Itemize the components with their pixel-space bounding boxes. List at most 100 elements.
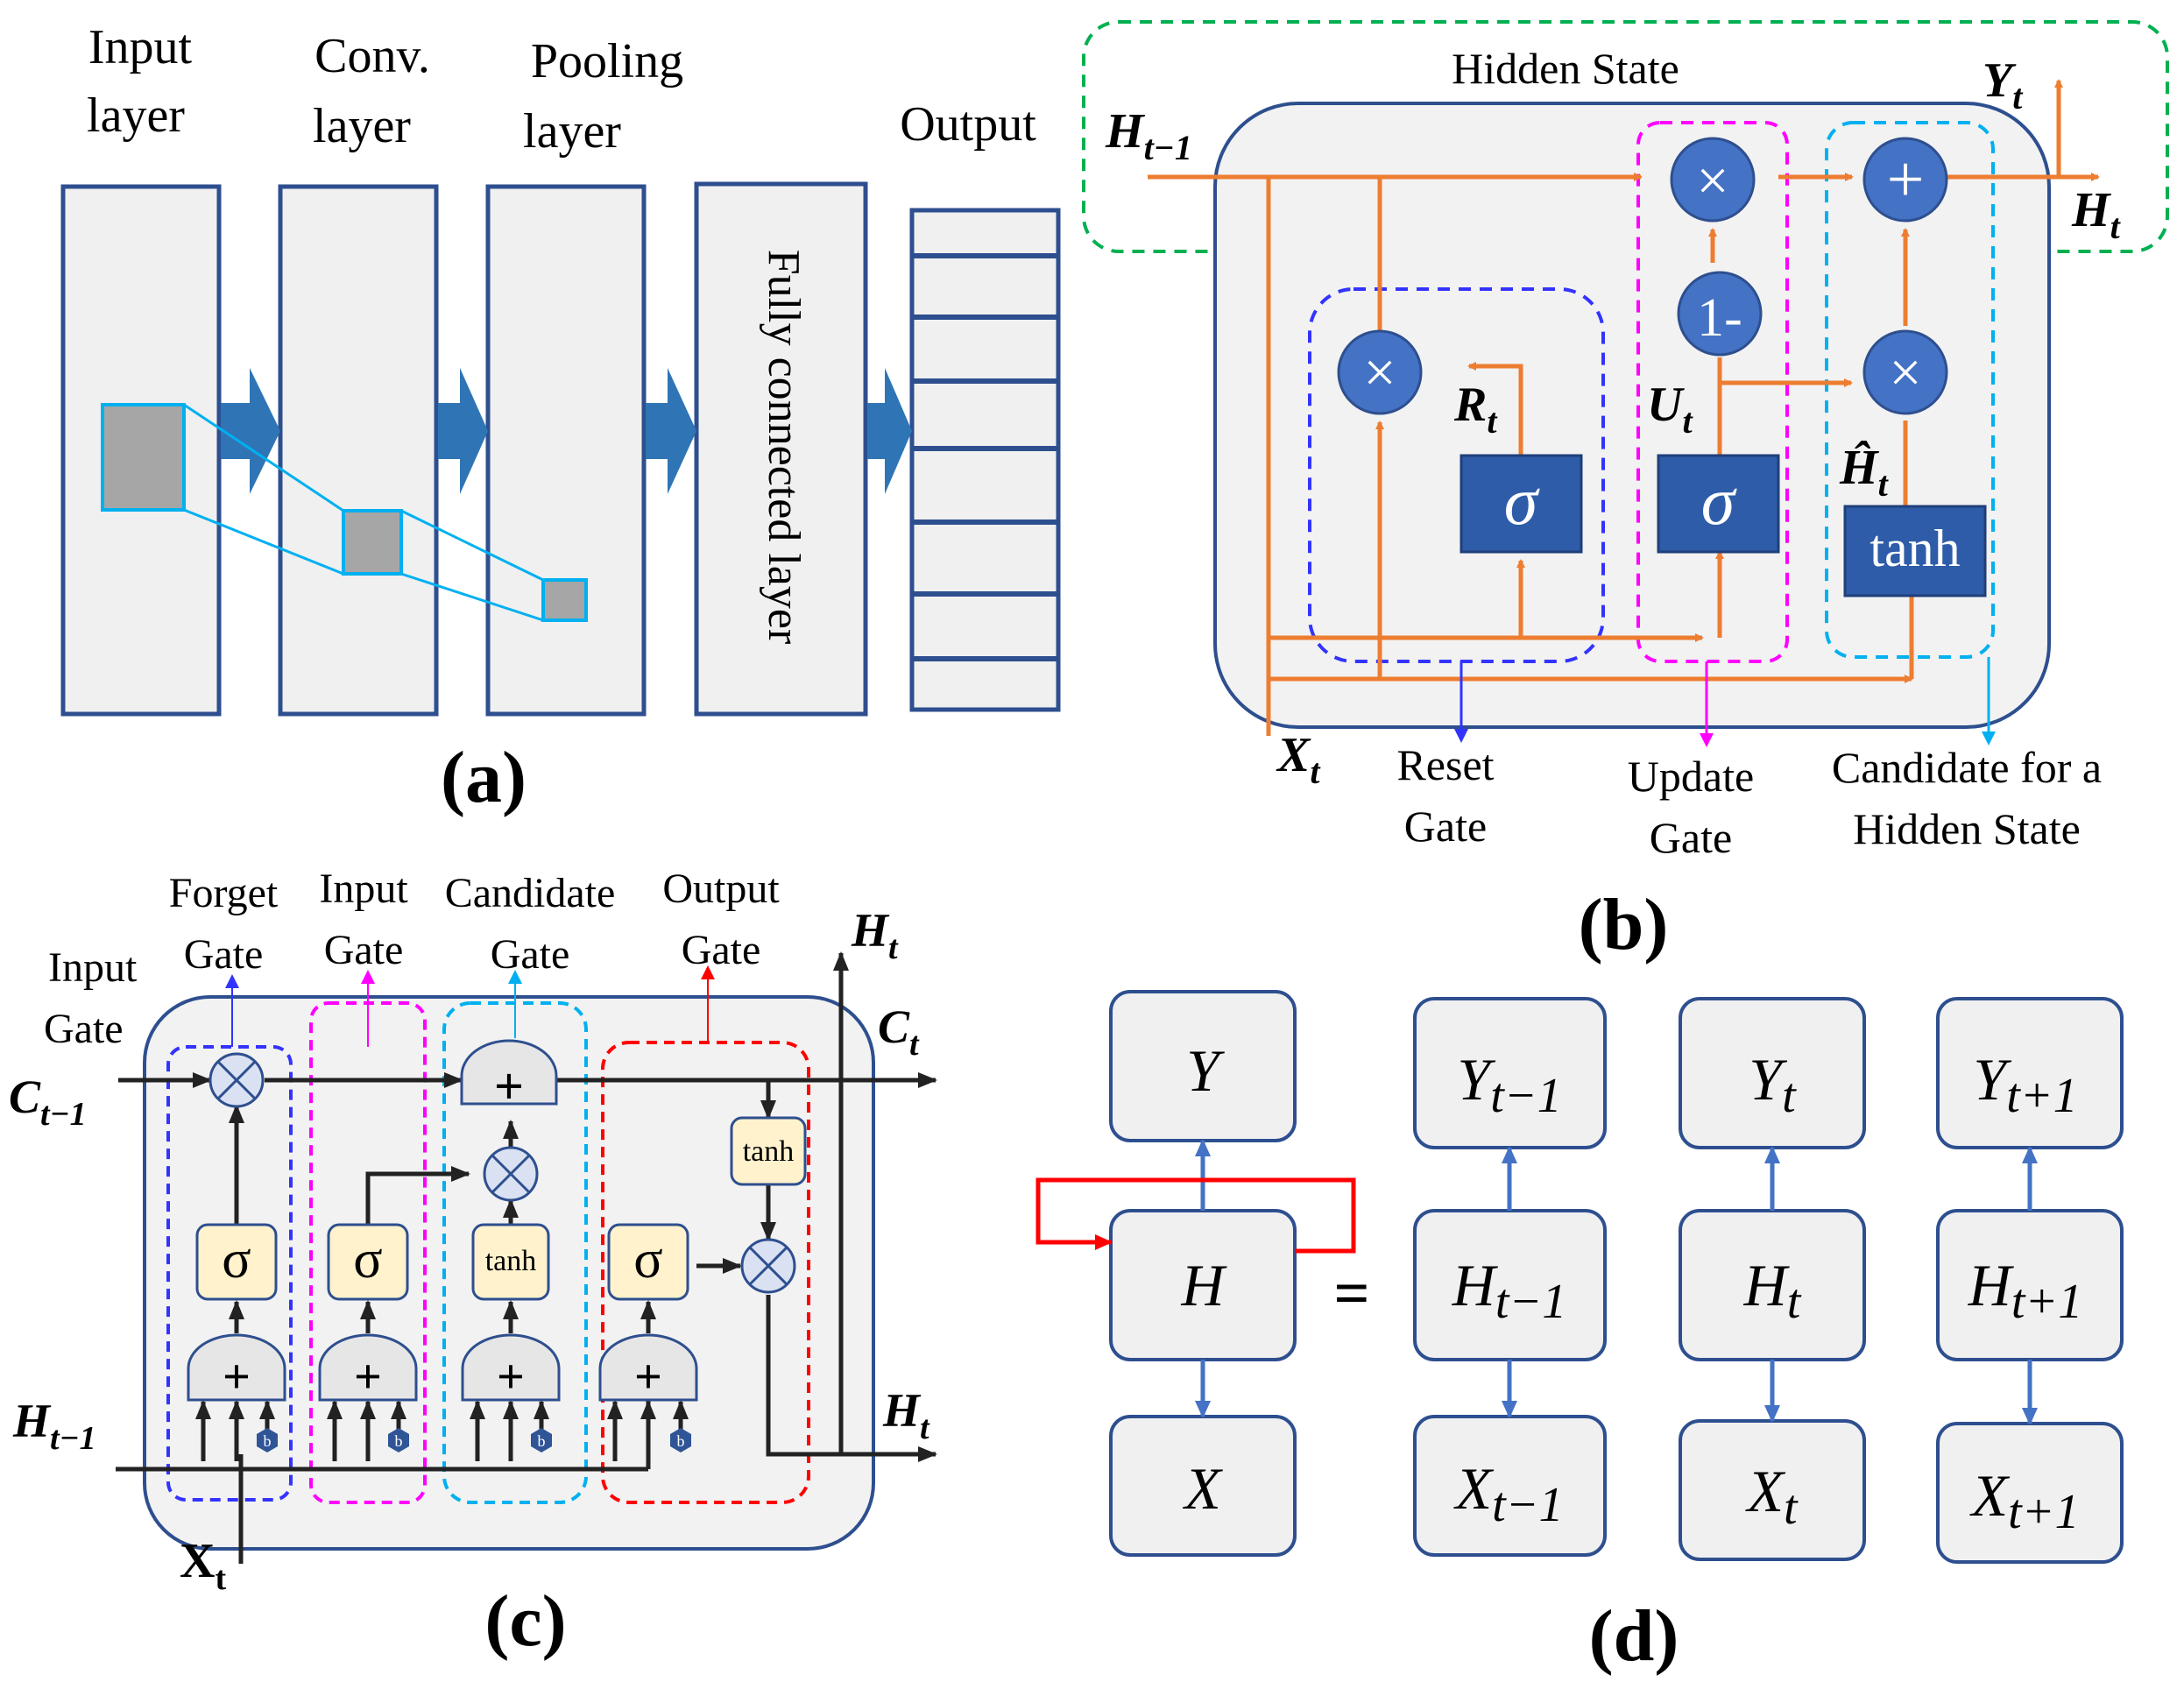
fully-connected-label: Fully connected layer bbox=[759, 250, 809, 645]
output-bias-icon: b bbox=[670, 1428, 691, 1452]
pool-feature-patch bbox=[541, 578, 588, 622]
panel-c-lstm: Input Gate Forget Gate Input Gate Candid… bbox=[9, 866, 937, 1662]
caption-a: (a) bbox=[441, 737, 527, 818]
input-sigma-box bbox=[327, 1223, 409, 1301]
candidate-tanh-box bbox=[1843, 505, 1987, 597]
x-next-label: Xt+1 bbox=[1969, 1462, 2080, 1539]
update-sigma-label: σ bbox=[1701, 463, 1737, 539]
input-layer-label-1: Input bbox=[88, 20, 193, 74]
y-next-label: Yt+1 bbox=[1973, 1046, 2077, 1123]
input-receptive-field bbox=[101, 403, 186, 512]
one-minus-symbol: 1- bbox=[1697, 288, 1742, 348]
output-label: Output bbox=[900, 97, 1036, 152]
gru-h-hat-label: Ĥt bbox=[1839, 440, 1890, 504]
panel-b-gru: Hidden State × bbox=[1082, 20, 2169, 965]
candidate-tanh-label: tanh bbox=[485, 1245, 537, 1277]
output-tanh-label: tanh bbox=[743, 1135, 795, 1168]
panel-d-rnn: Y H X = Yt−1 Ht−1 Xt−1 Yt Ht Xt Yt+1 Ht+… bbox=[1035, 990, 2124, 1677]
output-sum-symbol: + bbox=[634, 1350, 662, 1404]
conv-layer-block bbox=[278, 184, 439, 717]
lstm-input-multiply-node bbox=[483, 1146, 539, 1202]
caption-c: (c) bbox=[484, 1580, 566, 1662]
gru-h-t-label: Ht bbox=[2071, 183, 2122, 246]
input-sum-node bbox=[318, 1333, 418, 1402]
forget-sum-node bbox=[187, 1333, 286, 1402]
one-minus-node bbox=[1677, 271, 1763, 357]
cell-state-add-node bbox=[460, 1039, 558, 1106]
update-gate-region bbox=[1636, 121, 1789, 663]
recurrent-loop-arrow bbox=[1035, 1177, 1356, 1254]
reset-sigma-label: σ bbox=[1504, 463, 1540, 539]
update-multiply-symbol: × bbox=[1696, 149, 1728, 213]
gru-h-prev-label: Ht−1 bbox=[1105, 104, 1192, 167]
side-input-label-2: Gate bbox=[44, 1006, 124, 1052]
block-arrow-2 bbox=[438, 368, 488, 494]
y-prev-label: Yt−1 bbox=[1457, 1046, 1561, 1123]
forget-sigma-label: σ bbox=[222, 1230, 251, 1290]
conv-layer-label-1: Conv. bbox=[315, 29, 430, 83]
pooling-layer-label-2: layer bbox=[523, 104, 621, 159]
candidate-gate-label-2: Gate bbox=[491, 931, 570, 978]
h-prev-label: Ht−1 bbox=[1452, 1252, 1566, 1329]
lstm-h-t-top-label: Ht bbox=[851, 904, 899, 966]
candidate-sum-node bbox=[461, 1333, 561, 1402]
update-gate-label-2: Gate bbox=[1650, 813, 1732, 862]
output-tanh-box bbox=[730, 1116, 807, 1186]
reset-sigma-box bbox=[1460, 454, 1583, 554]
forget-gate-region bbox=[166, 1045, 293, 1502]
caption-d: (d) bbox=[1589, 1595, 1679, 1677]
lstm-h-t-right-label: Ht bbox=[882, 1384, 930, 1446]
candidate-label-1: Candidate for a bbox=[1832, 743, 2102, 792]
lstm-x-t-label: Xt bbox=[180, 1534, 226, 1597]
reset-multiply-node bbox=[1337, 329, 1423, 415]
candidate-tanh-label: tanh bbox=[1869, 519, 1960, 577]
gru-y-t-label: Yt bbox=[1983, 53, 2024, 117]
lstm-c-t-label: Ct bbox=[878, 1000, 920, 1063]
lstm-h-prev-label: Ht−1 bbox=[12, 1395, 96, 1457]
panel-a-cnn: Input layer Conv. layer Pooling layer Ou… bbox=[60, 20, 1061, 818]
pooling-layer-label-1: Pooling bbox=[531, 34, 683, 88]
side-input-label-1: Input bbox=[48, 944, 138, 991]
input-sigma-label: σ bbox=[353, 1230, 382, 1290]
update-sigma-box bbox=[1657, 454, 1780, 554]
lstm-output-multiply-node bbox=[740, 1238, 796, 1294]
reset-gate-label-2: Gate bbox=[1404, 802, 1487, 851]
block-arrow-4 bbox=[867, 368, 912, 494]
block-arrow-1 bbox=[221, 368, 280, 494]
equals-sign: = bbox=[1333, 1258, 1369, 1328]
forget-sigma-box bbox=[195, 1223, 278, 1301]
svg-text:b: b bbox=[677, 1432, 685, 1450]
candidate-sum-symbol: + bbox=[497, 1350, 525, 1404]
gru-r-t-label: Rt bbox=[1453, 378, 1498, 441]
forget-bias-icon: b bbox=[257, 1428, 278, 1452]
y-t-label: Yt bbox=[1749, 1046, 1797, 1123]
input-bias-icon: b bbox=[388, 1428, 409, 1452]
hidden-add-node bbox=[1862, 137, 1948, 223]
update-multiply-node bbox=[1670, 137, 1756, 223]
caption-b: (b) bbox=[1579, 884, 1669, 965]
block-arrow-3 bbox=[646, 368, 696, 494]
output-gate-region bbox=[601, 1041, 810, 1504]
x-prev-label: Xt−1 bbox=[1453, 1455, 1564, 1532]
candidate-gate-label-1: Candidate bbox=[445, 870, 616, 916]
output-sigma-label: σ bbox=[633, 1230, 662, 1290]
output-gate-label-1: Output bbox=[662, 866, 780, 912]
candidate-bias-icon: b bbox=[531, 1428, 552, 1452]
h-t-label: Ht bbox=[1743, 1252, 1802, 1329]
candidate-multiply-symbol: × bbox=[1889, 341, 1921, 405]
update-gate-label-1: Update bbox=[1628, 752, 1754, 801]
x-t-label: Xt bbox=[1744, 1458, 1799, 1535]
forget-sum-symbol: + bbox=[223, 1350, 251, 1404]
output-gate-label-2: Gate bbox=[682, 927, 761, 973]
output-sigma-box bbox=[607, 1223, 689, 1301]
conv-feature-patch bbox=[342, 509, 403, 576]
hidden-state-label: Hidden State bbox=[1452, 44, 1679, 93]
folded-y-label: Y bbox=[1186, 1037, 1225, 1104]
hidden-add-symbol: + bbox=[1887, 143, 1925, 216]
gru-x-t-label: Xt bbox=[1276, 728, 1321, 791]
svg-text:b: b bbox=[264, 1432, 272, 1450]
output-vector bbox=[909, 208, 1061, 712]
pooling-layer-block bbox=[485, 184, 647, 717]
output-sum-node bbox=[598, 1333, 698, 1402]
